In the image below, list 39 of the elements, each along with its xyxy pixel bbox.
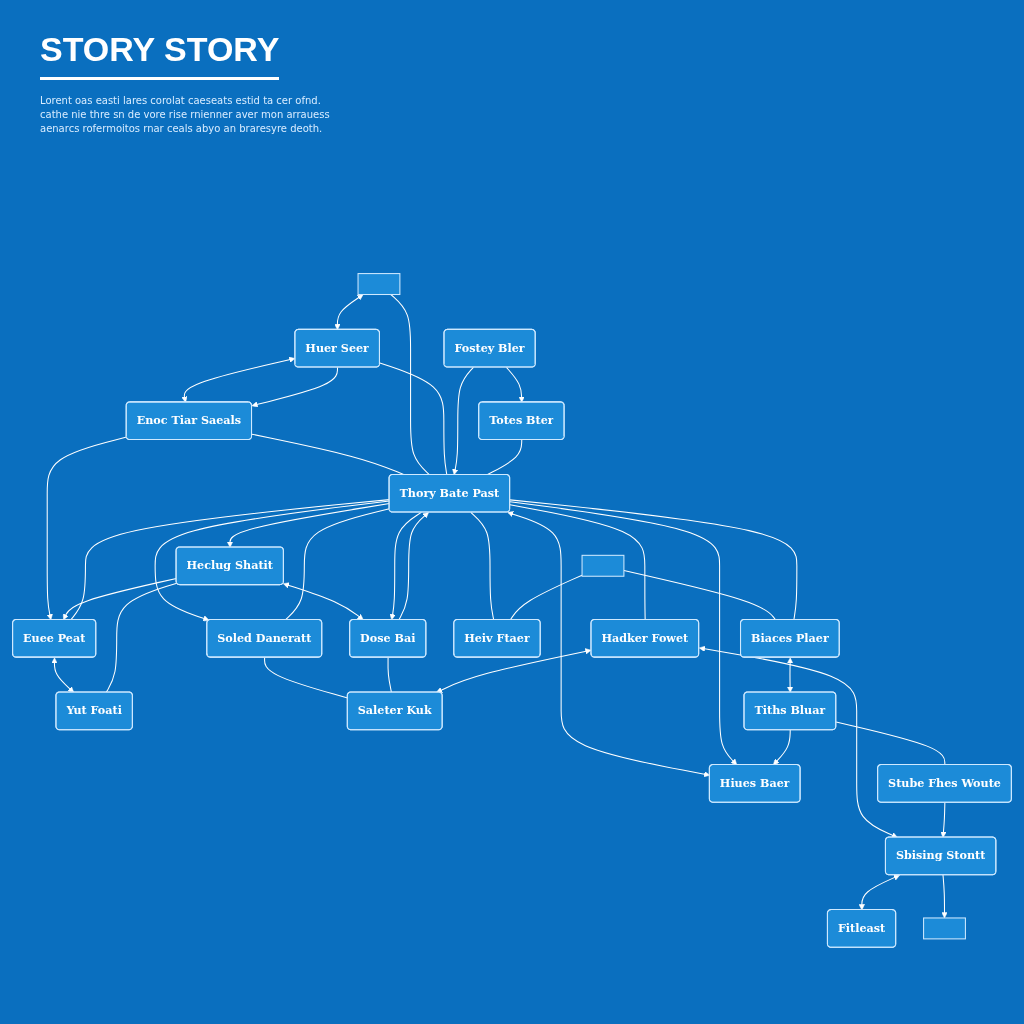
connector [105, 582, 178, 693]
arrow [509, 500, 738, 765]
arrow [389, 511, 422, 620]
arrow [51, 657, 75, 693]
connector [623, 569, 777, 620]
connector [251, 433, 405, 475]
node-box [357, 272, 401, 295]
arrow [154, 500, 390, 621]
node-box [923, 917, 966, 939]
connector [509, 498, 798, 620]
arrow [940, 801, 947, 838]
connector [70, 498, 390, 620]
arrow [251, 366, 339, 407]
arrow [398, 511, 429, 620]
arrow [941, 874, 948, 918]
connector [379, 361, 448, 475]
arrow [699, 645, 898, 838]
arrow [283, 582, 364, 620]
arrow [46, 436, 128, 620]
connector [470, 511, 495, 620]
connector [486, 438, 523, 475]
title: STORY STORY [40, 30, 280, 80]
connector [284, 507, 390, 620]
arrow [452, 366, 474, 475]
arrow [507, 510, 710, 777]
connector [835, 721, 946, 765]
connector [509, 503, 646, 620]
connector [390, 293, 431, 475]
arrow [63, 577, 177, 620]
intro-text: Lorent oas easti lares corolat caeseats estid ta cer ofnd. cathe nie thre sn de vore rise rnienner aver mon arrauess aenarcs rofermoitos rnar ceals abyo an braresyre deoth. [40, 94, 330, 136]
arrow [858, 874, 900, 910]
arrow [787, 657, 794, 693]
arrow [773, 729, 791, 765]
arrow [505, 366, 525, 403]
arrow [334, 293, 364, 330]
node-box [581, 554, 625, 577]
connector [387, 656, 392, 693]
connector [509, 574, 583, 620]
arrow [226, 502, 390, 548]
